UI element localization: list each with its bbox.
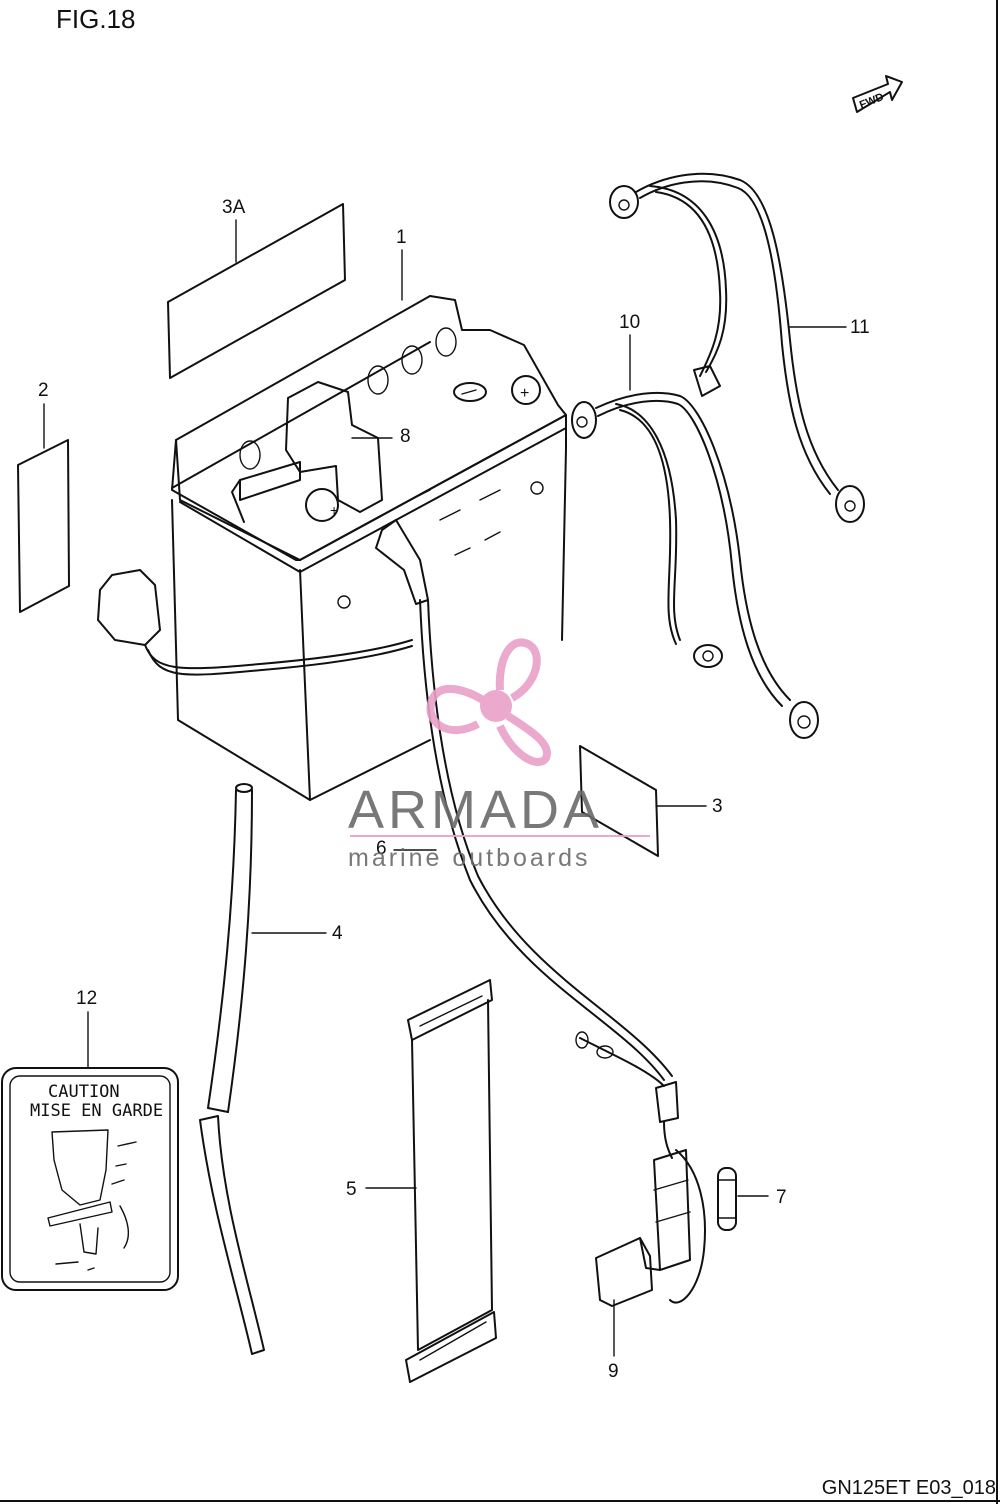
callout-8: 8 (400, 426, 411, 447)
breather-hose (199, 783, 265, 1355)
fwd-arrow-icon: FWD (852, 75, 903, 113)
callout-3a: 3A (222, 197, 246, 218)
figure-title: FIG.18 (56, 4, 136, 34)
terminal-cover (231, 381, 383, 523)
callout-12: 12 (76, 988, 97, 1009)
callout-3: 3 (712, 796, 723, 817)
label-plate-3a (167, 203, 346, 379)
callout-2: 2 (38, 380, 49, 401)
callout-9: 9 (608, 1361, 619, 1382)
battery-strap (405, 979, 497, 1383)
cable-6 (375, 519, 706, 1304)
armada-propeller-logo (426, 638, 551, 766)
callout-11: 11 (850, 317, 870, 338)
callout-1: 1 (396, 227, 407, 248)
caution-label: CAUTION MISE EN GARDE (1, 1067, 179, 1291)
caution-line1: CAUTION (48, 1082, 120, 1102)
figure-code: GN125ET E03_018 (821, 1477, 996, 1499)
leader-lines (43, 219, 847, 1357)
svg-text:+: + (520, 385, 529, 402)
fuse-clip (595, 1237, 661, 1307)
label-plate-2 (17, 439, 70, 613)
armada-watermark: ARMADA marine outboards (348, 638, 650, 872)
cable-11 (609, 172, 865, 523)
callout-6: 6 (376, 838, 387, 859)
label-plate-3 (579, 745, 659, 857)
callout-5: 5 (346, 1179, 357, 1200)
battery: + + (97, 295, 567, 801)
callouts: 3A 1 2 8 10 11 3 6 4 12 5 7 9 (38, 197, 870, 1382)
svg-text:+: + (330, 502, 338, 518)
caution-line2: MISE EN GARDE (30, 1101, 163, 1121)
cable-10 (571, 391, 819, 739)
callout-4: 4 (332, 923, 343, 944)
callout-10: 10 (619, 312, 640, 333)
watermark-tagline: marine outboards (348, 844, 591, 872)
callout-7: 7 (776, 1187, 787, 1208)
watermark-brand: ARMADA (348, 780, 603, 840)
fuse (717, 1167, 737, 1231)
